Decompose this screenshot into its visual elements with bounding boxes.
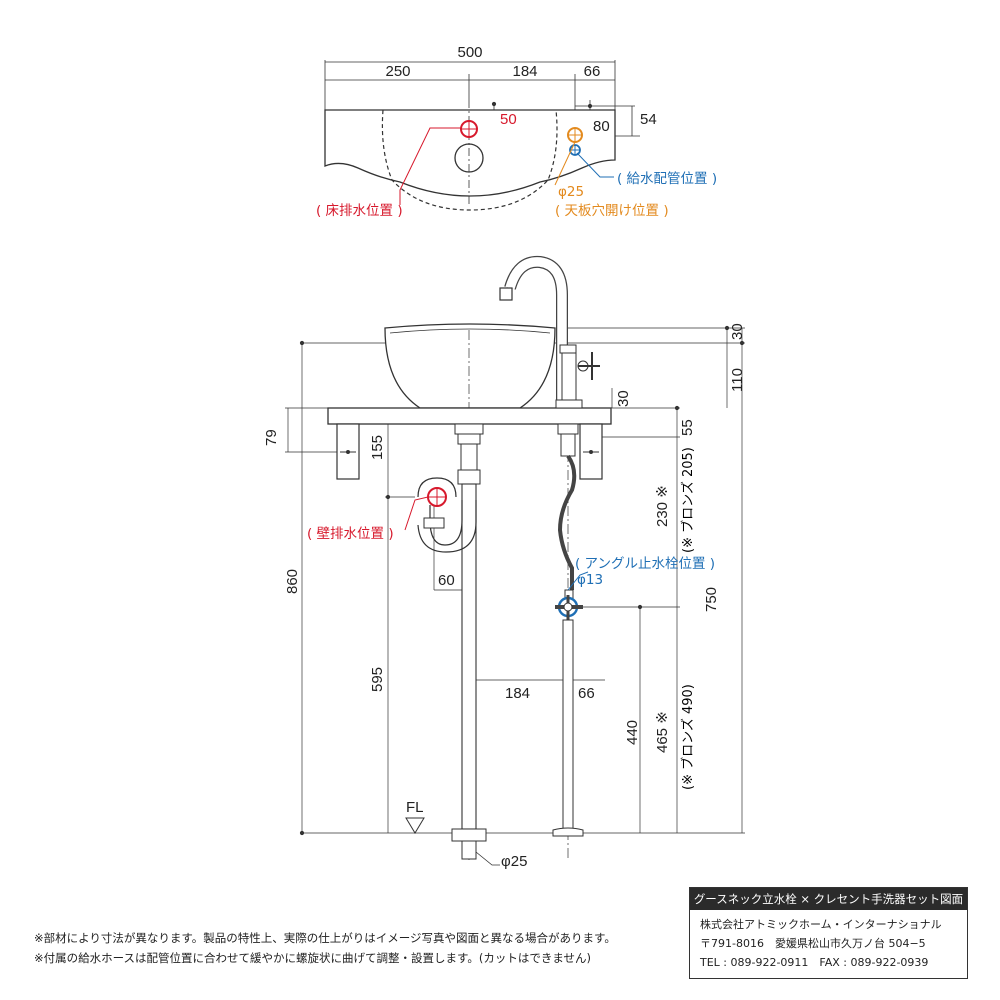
elevation-view [285, 255, 745, 866]
svg-text:(※ ブロンズ 490): (※ ブロンズ 490) [680, 684, 696, 790]
info-box: グースネック立水栓 × クレセント手洗器セット図面 株式会社アトミックホーム・イ… [689, 887, 968, 979]
footnotes: ※部材により寸法が異なります。製品の特性上、実際の仕上がりはイメージ写真や図面と… [34, 928, 616, 968]
svg-text:54: 54 [640, 111, 657, 128]
company-address: 〒791-8016 愛媛県松山市久万ノ台 504−5 [700, 937, 926, 950]
footnote-2: ※付属の給水ホースは配管位置に合わせて緩やかに螺旋状に曲げて調整・設置します。(… [34, 951, 592, 965]
svg-text:( アングル止水栓位置 ): ( アングル止水栓位置 ) [575, 556, 715, 572]
svg-text:595: 595 [369, 667, 386, 692]
svg-text:860: 860 [284, 569, 301, 594]
svg-text:55: 55 [679, 419, 696, 436]
svg-text:FL: FL [406, 799, 424, 816]
company-contact: TEL : 089-922-0911 FAX : 089-922-0939 [700, 956, 929, 969]
svg-text:184: 184 [512, 63, 537, 80]
plan-dim-texts: 500 250 184 66 50 80 54 ( 床排水位置 ) ( 給水配管… [316, 44, 717, 219]
svg-text:66: 66 [578, 685, 595, 702]
svg-text:250: 250 [385, 63, 410, 80]
svg-text:φ13: φ13 [577, 572, 603, 588]
svg-text:80: 80 [593, 118, 610, 135]
svg-text:440: 440 [624, 720, 641, 745]
elevation-dim-texts: 30 110 30 55 79 155 230 ※ (※ ブロンズ 205) 7… [263, 323, 746, 870]
svg-text:φ25: φ25 [558, 184, 584, 200]
plan-view [324, 60, 640, 211]
info-title: グースネック立水栓 × クレセント手洗器セット図面 [690, 888, 967, 910]
svg-text:30: 30 [729, 323, 746, 340]
svg-text:79: 79 [263, 429, 280, 446]
svg-text:60: 60 [438, 572, 455, 589]
company-name: 株式会社アトミックホーム・インターナショナル [700, 918, 942, 931]
svg-text:500: 500 [457, 44, 482, 61]
svg-text:230 ※: 230 ※ [654, 485, 671, 527]
svg-text:465 ※: 465 ※ [654, 711, 671, 753]
svg-text:30: 30 [615, 390, 632, 407]
svg-text:155: 155 [369, 435, 386, 460]
svg-text:( 天板穴開け位置 ): ( 天板穴開け位置 ) [555, 203, 669, 219]
svg-text:(※ ブロンズ 205): (※ ブロンズ 205) [680, 447, 696, 553]
svg-text:66: 66 [584, 63, 601, 80]
footnote-1: ※部材により寸法が異なります。製品の特性上、実際の仕上がりはイメージ写真や図面と… [34, 931, 616, 945]
svg-text:( 給水配管位置 ): ( 給水配管位置 ) [617, 171, 717, 187]
svg-text:( 壁排水位置 ): ( 壁排水位置 ) [307, 526, 394, 542]
svg-text:50: 50 [500, 111, 517, 128]
svg-text:750: 750 [703, 587, 720, 612]
svg-text:110: 110 [729, 368, 746, 392]
svg-text:( 床排水位置 ): ( 床排水位置 ) [316, 203, 403, 219]
svg-text:φ25: φ25 [501, 853, 527, 870]
svg-text:184: 184 [505, 685, 530, 702]
